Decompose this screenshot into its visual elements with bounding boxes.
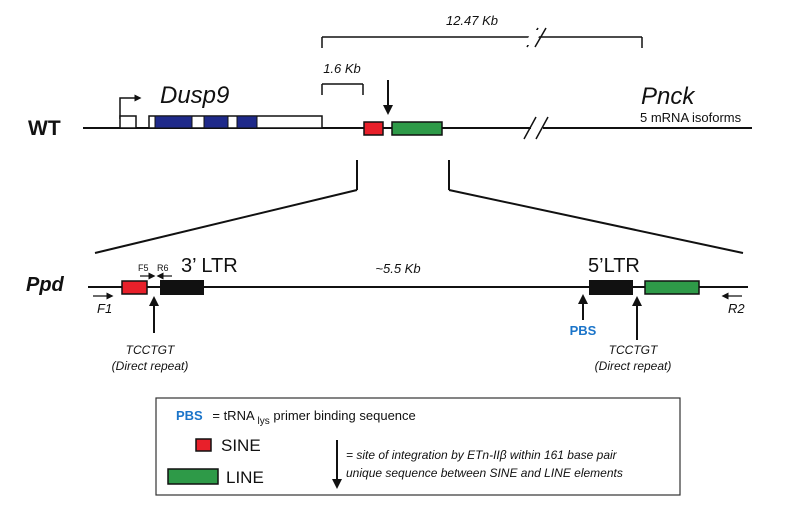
dusp9-exon-1 xyxy=(119,115,137,129)
ppd-line-element xyxy=(644,280,700,295)
legend-sine-label: SINE xyxy=(221,436,261,455)
direct-repeat-note-right: (Direct repeat) xyxy=(595,359,672,373)
pnck-isoforms-label: 5 mRNA isoforms xyxy=(640,110,742,125)
ppd-label: Ppd xyxy=(26,274,65,296)
legend-pbs-sub: lys xyxy=(258,416,270,427)
ltr-3-label: 3’ LTR xyxy=(181,255,238,277)
wt-line-element xyxy=(391,121,443,136)
ltr-3-element xyxy=(160,280,204,295)
ppd-distance-label: ~5.5 Kb xyxy=(375,261,420,276)
pbs-label: PBS xyxy=(570,323,597,338)
primer-r6-label: R6 xyxy=(157,263,169,273)
legend-box xyxy=(155,397,681,496)
wt-label: WT xyxy=(28,117,61,140)
dusp9-coding-exon xyxy=(154,115,193,129)
primer-f1-label: F1 xyxy=(97,301,112,316)
legend-pbs-term: PBS xyxy=(176,408,203,423)
dusp9-coding-exon xyxy=(236,115,258,129)
direct-repeat-seq-left: TCCTGT xyxy=(126,343,176,357)
dusp9-coding-exon xyxy=(203,115,229,129)
expansion-guide-right xyxy=(448,189,744,254)
direct-repeat-seq-right: TCCTGT xyxy=(609,343,659,357)
primer-f5-label: F5 xyxy=(138,263,149,273)
legend-pbs-line: PBS = tRNA lys primer binding sequence xyxy=(176,408,416,427)
legend-pbs-eq: = tRNA xyxy=(212,408,255,423)
tss-arrow-icon xyxy=(119,94,142,119)
span-bracket-large xyxy=(321,36,643,48)
span-label-12kb: 12.47 Kb xyxy=(446,13,498,28)
expansion-guide-left xyxy=(94,189,358,254)
wt-sine-element xyxy=(363,121,384,136)
wt-break-mark xyxy=(523,116,549,140)
direct-repeat-note-left: (Direct repeat) xyxy=(112,359,189,373)
primer-r2-label: R2 xyxy=(728,301,745,316)
legend-arrow-desc-2: unique sequence between SINE and LINE el… xyxy=(346,466,623,480)
dusp9-label: Dusp9 xyxy=(160,82,229,109)
ltr-5-element xyxy=(589,280,633,295)
legend-sine-swatch xyxy=(195,438,212,452)
legend-line-swatch xyxy=(167,468,219,485)
legend-arrow-desc-1: = site of integration by ETn-IIβ within … xyxy=(346,448,618,462)
ltr-5-label: 5’LTR xyxy=(588,255,640,277)
ppd-sine-element xyxy=(121,280,148,295)
pnck-label: Pnck xyxy=(641,83,696,110)
legend-pbs-rest: primer binding sequence xyxy=(273,408,415,423)
span-bracket-small xyxy=(321,83,364,95)
bracket-break-gap xyxy=(524,30,543,45)
span-label-1-6kb: 1.6 Kb xyxy=(323,61,361,76)
legend-line-label: LINE xyxy=(226,468,264,487)
